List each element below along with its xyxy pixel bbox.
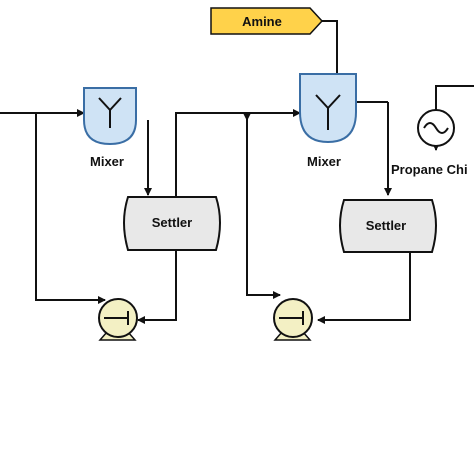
flow-lines [0,20,474,324]
branch-arrow [243,113,251,121]
pump-2 [273,298,313,341]
settler-1-label: Settler [152,215,192,230]
amine-feed-line [320,20,341,83]
mixer-2: Mixer [299,73,357,169]
chiller-top-line [435,85,474,110]
settler2-to-pump2-line [317,250,411,324]
propane-chiller: Propane Chi [391,109,468,177]
agitator-icon [98,97,122,128]
amine-feed-tag: Amine [210,7,324,35]
settler-2: Settler [339,199,437,253]
settler1-to-mixer2-line [175,109,301,197]
agitator-icon [315,94,341,130]
amine-tag-label: Amine [242,14,282,29]
chiller-label: Propane Chi [391,162,468,177]
settler-2-label: Settler [366,218,406,233]
settler1-to-pump1-line [137,250,177,324]
recycle-loop-1 [35,113,106,304]
settler-1: Settler [123,196,221,251]
settler-2-vessel [339,199,437,253]
mixer-1-label: Mixer [90,154,124,169]
recycle-loop-2 [246,113,281,299]
pump-1 [98,298,138,341]
settler-1-vessel [123,196,221,251]
mixer-2-label: Mixer [307,154,341,169]
amine-tag-shape [210,7,324,35]
mixer-1: Mixer [83,87,137,169]
